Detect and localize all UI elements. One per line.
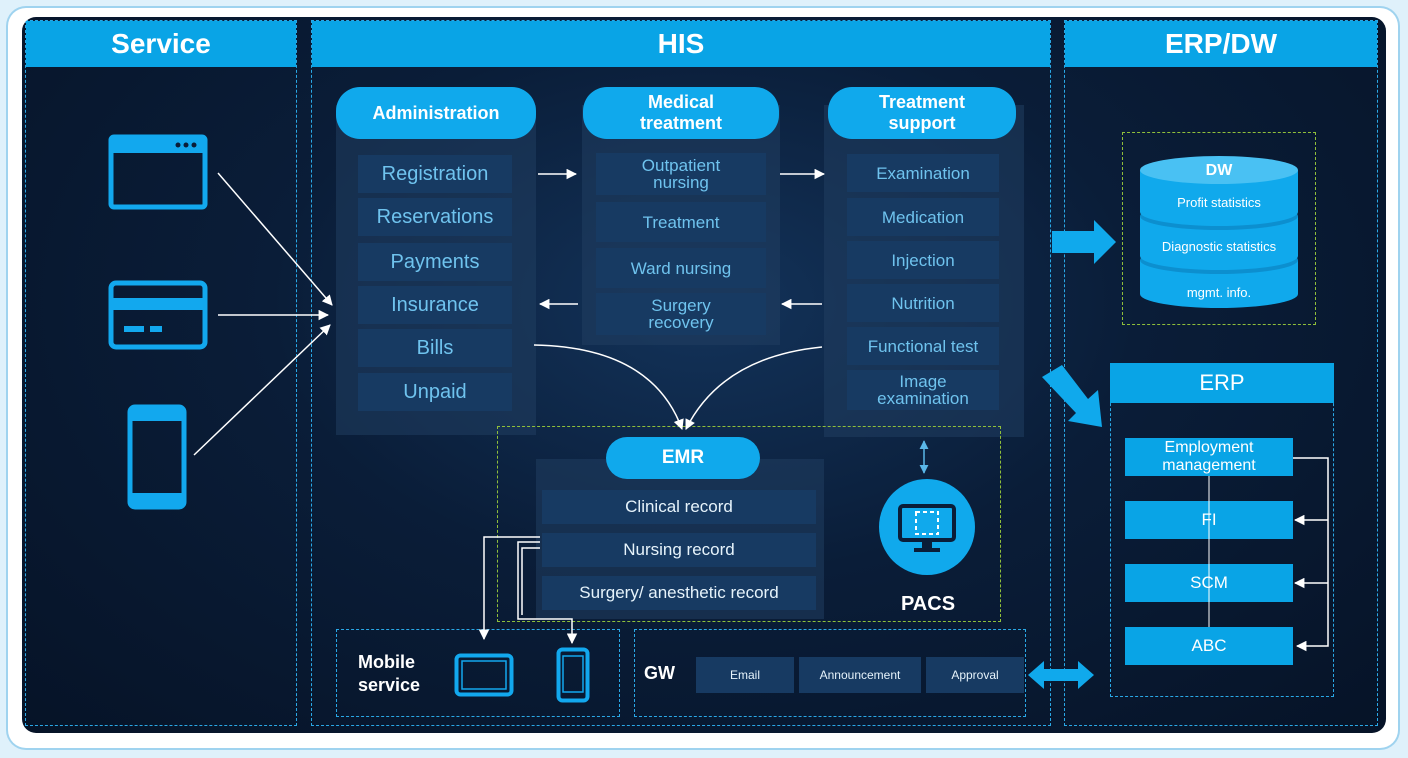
line-emr-to-phone bbox=[517, 541, 578, 645]
support-item-nutrition[interactable]: Nutrition bbox=[847, 284, 999, 322]
dw-layer-profit-statistics: Profit statistics bbox=[1177, 195, 1261, 210]
block-arrow-to-dw bbox=[1052, 220, 1116, 264]
gw-item-announcement[interactable]: Announcement bbox=[799, 657, 921, 693]
line-emr-to-tablet bbox=[478, 536, 540, 641]
medical-item-outpatient-nursing[interactable]: Outpatient nursing bbox=[596, 153, 766, 195]
arrow-browser-to-admin bbox=[217, 172, 333, 306]
emr-item-nursing-record[interactable]: Nursing record bbox=[542, 533, 816, 567]
smartphone-icon bbox=[556, 647, 590, 703]
medical-item-treatment[interactable]: Treatment bbox=[596, 202, 766, 242]
support-item-image-examination[interactable]: Image examination bbox=[847, 370, 999, 410]
emr-pacs-group bbox=[497, 426, 1001, 622]
support-item-functional-test[interactable]: Functional test bbox=[847, 327, 999, 365]
medical-treatment-header: Medical treatment bbox=[583, 87, 779, 139]
admin-item-unpaid[interactable]: Unpaid bbox=[358, 373, 512, 411]
erp-item-abc[interactable]: ABC bbox=[1125, 627, 1293, 665]
curve-admin-to-emr bbox=[533, 344, 684, 430]
service-header: Service bbox=[26, 21, 296, 67]
treatment-support-header: Treatment support bbox=[828, 87, 1016, 139]
pacs-label: PACS bbox=[900, 593, 956, 615]
support-item-injection[interactable]: Injection bbox=[847, 241, 999, 279]
admin-item-bills[interactable]: Bills bbox=[358, 329, 512, 367]
dw-layer-diagnostic-statistics: Diagnostic statistics bbox=[1161, 239, 1277, 254]
admin-item-reservations[interactable]: Reservations bbox=[358, 198, 512, 236]
emr-item-surgery-anesthetic-record[interactable]: Surgery/ anesthetic record bbox=[542, 576, 816, 610]
card-terminal-icon bbox=[108, 280, 208, 350]
gw-item-email[interactable]: Email bbox=[696, 657, 794, 693]
emr-header: EMR bbox=[606, 437, 760, 479]
mobile-service-box bbox=[336, 629, 620, 717]
architecture-diagram: Service HIS ERP/DW Administration Regist… bbox=[22, 17, 1386, 733]
erp-connector-right bbox=[1293, 457, 1329, 652]
dw-layer-mgmt-info: mgmt. info. bbox=[1186, 285, 1252, 300]
support-item-medication[interactable]: Medication bbox=[847, 198, 999, 236]
gw-item-approval[interactable]: Approval bbox=[926, 657, 1024, 693]
block-arrow-to-erp bbox=[1042, 365, 1102, 427]
double-arrow-gw-erp bbox=[1028, 661, 1094, 689]
support-item-examination[interactable]: Examination bbox=[847, 154, 999, 192]
dw-title: DW bbox=[1205, 162, 1233, 179]
his-header: HIS bbox=[312, 21, 1050, 67]
database-cylinder-icon bbox=[1140, 156, 1298, 308]
mobile-service-label: Mobile service bbox=[358, 652, 421, 696]
gw-label: GW bbox=[644, 663, 675, 683]
admin-item-registration[interactable]: Registration bbox=[358, 155, 512, 193]
administration-header: Administration bbox=[336, 87, 536, 139]
medical-item-surgery-recovery[interactable]: Surgery recovery bbox=[596, 293, 766, 335]
gw-box bbox=[634, 629, 1026, 717]
arrow-phone-to-admin bbox=[193, 324, 331, 456]
pacs-monitor-icon bbox=[879, 479, 975, 575]
tablet-icon bbox=[454, 653, 514, 697]
line-emr-to-phone-2 bbox=[521, 547, 540, 615]
dw-group bbox=[1122, 132, 1316, 325]
admin-item-insurance[interactable]: Insurance bbox=[358, 286, 512, 324]
admin-item-payments[interactable]: Payments bbox=[358, 243, 512, 281]
erp-title: ERP bbox=[1110, 363, 1334, 403]
erp-dw-header: ERP/DW bbox=[1065, 21, 1377, 67]
service-column bbox=[25, 20, 297, 726]
medical-item-ward-nursing[interactable]: Ward nursing bbox=[596, 248, 766, 288]
connector-layer bbox=[193, 168, 1329, 689]
emr-item-clinical-record[interactable]: Clinical record bbox=[542, 490, 816, 524]
mobile-phone-icon bbox=[127, 404, 187, 510]
browser-icon bbox=[108, 134, 208, 210]
curve-support-to-emr bbox=[685, 346, 823, 430]
erp-item-employment-management[interactable]: Employment management bbox=[1125, 438, 1293, 476]
